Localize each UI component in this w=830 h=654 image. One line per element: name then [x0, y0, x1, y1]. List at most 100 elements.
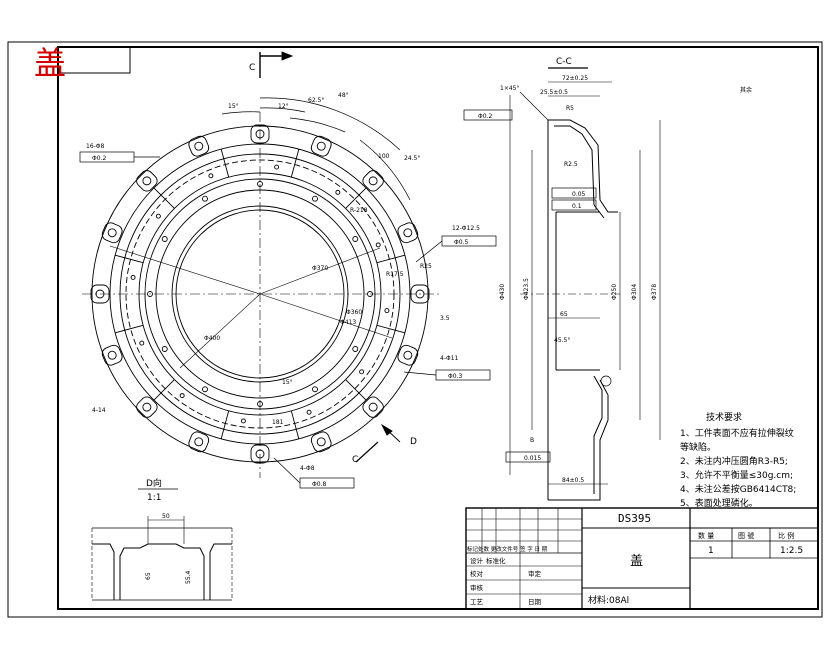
lug-hole — [107, 228, 117, 238]
dia-360-label: Φ360 — [346, 309, 362, 316]
dia-423-label: Φ423.5 — [523, 278, 530, 300]
view-h-65: 65 — [145, 572, 152, 580]
plan-view — [82, 51, 440, 478]
lug-hole — [403, 350, 413, 360]
para-01-label: 0.1 — [572, 203, 582, 210]
lug-hole — [255, 129, 265, 139]
lug-outline — [397, 344, 419, 366]
lug-outline — [101, 344, 123, 366]
small-hole — [384, 308, 390, 314]
date-label: 日期 — [528, 598, 542, 606]
tol-a-label: Φ0.2 — [92, 155, 106, 162]
small-hole — [240, 418, 246, 424]
dim-181-label: 181 — [272, 419, 284, 426]
bolt-hole — [312, 195, 318, 202]
small-hole — [359, 369, 365, 375]
lug-outline — [310, 135, 332, 157]
rib-line — [290, 410, 300, 440]
r5-label: R5 — [566, 105, 574, 112]
angle-48-label: 48° — [338, 92, 349, 99]
section-label: C-C — [556, 57, 572, 67]
holes-12-label: 12-Φ12.5 — [452, 225, 480, 232]
lug-outline — [136, 170, 158, 192]
view-w-50: 50 — [162, 513, 170, 520]
angle-12-label: 12° — [278, 103, 289, 110]
chamfer-label: 1×45° — [500, 85, 519, 92]
lug-hole — [142, 176, 152, 186]
flat-005-label: 0.05 — [572, 191, 586, 198]
bolt-hole — [257, 181, 263, 187]
holes-16-label: 16-Φ8 — [86, 143, 105, 150]
view-h-55: 55.4 — [185, 570, 192, 584]
dia-430-label: Φ430 — [499, 284, 506, 300]
bolt-hole — [161, 346, 168, 352]
view-label: D向 — [146, 477, 162, 489]
part-name: 盖 — [630, 554, 643, 569]
lug-outline — [362, 170, 384, 192]
tol-c-label: Φ0.3 — [448, 373, 462, 380]
rib-line — [345, 379, 367, 401]
title-stamp: 盖 — [34, 44, 66, 82]
top-72-label: 72±0.25 — [562, 75, 588, 82]
checker-label: 审核 — [470, 583, 484, 592]
rib-line — [114, 254, 144, 264]
flat-0015-label: 0.015 — [524, 455, 541, 462]
small-4-14-label: 4-14 — [92, 407, 106, 414]
angle-15-label: 15° — [228, 103, 239, 110]
dia-250-label: Φ250 — [611, 284, 618, 300]
r-218-label: R-218 — [350, 207, 368, 214]
rib-line — [153, 379, 175, 401]
ref-b-label: B — [530, 437, 534, 444]
change-row: 标记处数 更改文件号 签 字 日 期 — [467, 545, 548, 553]
cut-mark-bottom: C — [352, 455, 358, 465]
len-100-label: 100 — [378, 153, 390, 160]
small-hole — [274, 164, 280, 170]
rib-line — [345, 187, 367, 209]
tech-item-6: 5、表面处理磷化。 — [680, 497, 758, 509]
r-25-label: R25 — [420, 263, 432, 270]
title-block — [465, 507, 819, 610]
lug-outline — [136, 396, 158, 418]
tech-heading: 技术要求 — [706, 411, 742, 423]
quantity-value: 1 — [708, 546, 714, 556]
proofread-label: 校对 — [470, 569, 484, 578]
lug-outline — [101, 222, 123, 244]
small-hole — [375, 242, 381, 248]
surface-note: 其余 — [740, 86, 752, 94]
tol-d-label: Φ0.8 — [312, 481, 326, 488]
lug-hole — [255, 449, 265, 459]
process-label: 工艺 — [470, 598, 484, 606]
rib-line — [220, 148, 230, 178]
dia-413-label: Φ413 — [340, 319, 356, 326]
r-17-label: R17.5 — [386, 271, 404, 278]
bottom-84-label: 84±0.5 — [562, 477, 584, 484]
quantity-header: 数 量 — [698, 531, 714, 540]
holes-4b-label: 4-Φ8 — [300, 465, 315, 472]
dim-3-5-label: 3.5 — [440, 315, 450, 322]
scale-header: 比 例 — [778, 531, 794, 540]
top-25-label: 25.5±0.5 — [540, 89, 568, 96]
small-hole — [155, 213, 161, 219]
cut-mark-top: C — [249, 63, 255, 73]
lug-outline — [188, 135, 210, 157]
bolt-hole — [202, 386, 208, 393]
pattern-header: 图 號 — [738, 531, 754, 540]
lug-hole — [142, 402, 152, 412]
angle-15b-label: 15° — [282, 379, 293, 386]
lug-outline — [250, 444, 270, 464]
view-scale: 1:1 — [147, 493, 161, 503]
lug-hole — [403, 228, 413, 238]
small-hole — [139, 340, 145, 346]
tech-item-3: 2、未注内冲压圆角R3-R5; — [680, 455, 788, 467]
scale-value: 1:2.5 — [780, 546, 803, 556]
lug-hole — [95, 289, 105, 299]
bolt-hole — [161, 236, 168, 242]
lug-outline — [362, 396, 384, 418]
lug-outline — [90, 284, 110, 304]
rib-line — [376, 254, 406, 264]
rib-line — [153, 187, 175, 209]
small-hole — [130, 274, 136, 280]
small-hole — [179, 393, 185, 399]
bolt-hole — [352, 236, 359, 242]
